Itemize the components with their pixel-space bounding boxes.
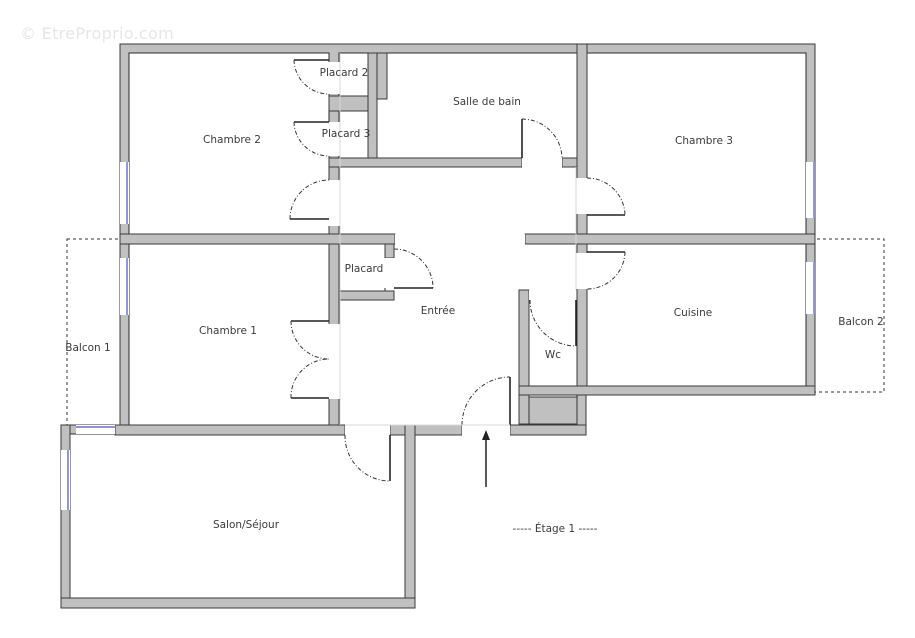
doors	[289, 59, 626, 482]
label-cuisine: Cuisine	[674, 307, 712, 319]
balcony-2-outline	[810, 238, 885, 393]
cuisine-floor	[586, 243, 807, 387]
shaft-box	[528, 396, 578, 425]
watermark: © EtreProprio.com	[20, 24, 174, 43]
label-chambre-2: Chambre 2	[203, 134, 261, 146]
label-entree: Entrée	[421, 305, 455, 317]
label-salle-de-bain: Salle de bain	[453, 96, 521, 108]
label-placard: Placard	[345, 263, 384, 275]
label-placard-3: Placard 3	[322, 128, 371, 140]
label-balcon-1: Balcon 1	[65, 342, 110, 354]
placard-2-floor	[338, 52, 374, 97]
salon-sejour-floor	[69, 433, 406, 599]
thresholds	[339, 53, 577, 426]
label-chambre-1: Chambre 1	[199, 325, 257, 337]
balcony-1-outline	[66, 238, 122, 433]
room-labels: Chambre 2 Placard 2 Placard 3 Salle de b…	[65, 67, 883, 535]
chambre-2-floor	[128, 52, 330, 235]
windows	[61, 162, 815, 510]
label-chambre-3: Chambre 3	[675, 135, 733, 147]
label-balcon-2: Balcon 2	[838, 316, 883, 328]
room-interiors	[69, 52, 807, 599]
label-placard-2: Placard 2	[320, 67, 369, 79]
entrance-arrow-icon	[482, 430, 490, 487]
label-wc: Wc	[545, 349, 561, 361]
door-openings	[328, 62, 588, 436]
floor-label: ----- Étage 1 -----	[513, 522, 598, 535]
label-salon-sejour: Salon/Séjour	[213, 519, 280, 531]
salle-de-bain-floor	[376, 52, 578, 159]
